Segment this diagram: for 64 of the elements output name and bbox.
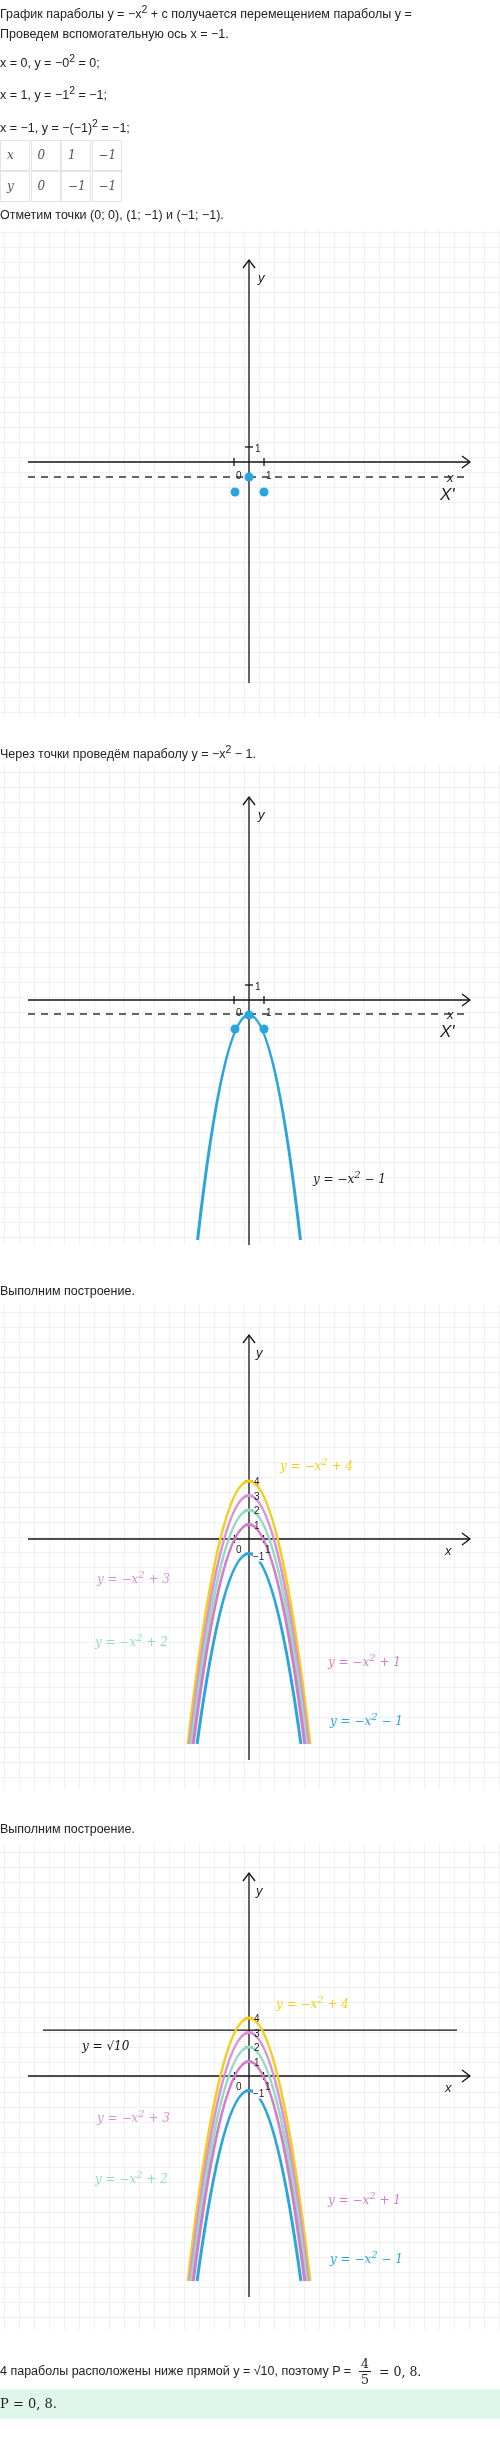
tick-label: 4 [254, 1475, 260, 1487]
tick-label: 0 [236, 1543, 242, 1555]
paragraph-text: График параболы y = −x$^{2}$ + c получается перемещением параболы y = [0, 4, 412, 22]
tick-label: 1 [254, 2056, 260, 2067]
curve-label: y = −x$^{2}$ − 1 [313, 1169, 386, 1187]
table-cell: −1 [91, 140, 122, 171]
curve-label: y = −x$^{2}$ + 2 [95, 1632, 168, 1650]
table-cell: y [0, 171, 30, 202]
axis-label: X' [440, 485, 455, 505]
paragraph-text: Выполним построение. [0, 1823, 135, 1837]
curve-label: y = −x$^{2}$ + 4 [280, 1456, 353, 1474]
curve-label: y = −x$^{2}$ + 2 [95, 2169, 168, 2187]
table-cell: −1 [61, 171, 91, 202]
axis-label: x [445, 2080, 452, 2096]
fraction-numerator: 4 [359, 2355, 372, 2372]
axis-label: x [447, 1007, 454, 1023]
table-cell: 0 [30, 140, 61, 171]
tick-label: 1 [265, 1543, 271, 1555]
axis-label: x [447, 470, 454, 486]
tick-label: 2 [254, 1504, 260, 1516]
tick-label: 0 [236, 469, 242, 481]
paragraph-text: Через точки проведём параболу y = −x$^{2}$ − 1. [0, 744, 256, 762]
tick-label: 1 [266, 1006, 272, 1018]
tick-label: 0 [236, 2080, 242, 2092]
paragraph-text: 4 параболы расположены ниже прямой y = √10, поэтому P = [0, 2364, 352, 2378]
axis-label: X' [440, 1022, 455, 1042]
tick-label: 2 [254, 2041, 260, 2053]
curve-label: y = −x$^{2}$ + 3 [97, 1569, 170, 1587]
tick-label: 0 [236, 1006, 242, 1018]
table-cell: −1 [91, 171, 122, 202]
curve-label: y = −x$^{2}$ + 3 [97, 2108, 170, 2126]
line-label: y = √10 [82, 2040, 130, 2054]
axis-label: y [256, 1345, 263, 1361]
curve-label: y = −x$^{2}$ + 1 [328, 2190, 401, 2208]
tick-label: 1 [254, 1519, 260, 1530]
axis-label: y [256, 1883, 263, 1899]
math-line: x = 1, y = −1$^{2}$ = −1; [0, 85, 107, 103]
tick-label: 3 [254, 2027, 260, 2038]
paragraph-text: Отметим точки (0; 0), (1; −1) и (−1; −1). [0, 209, 224, 223]
math-line: x = 0, y = −0$^{2}$ = 0; [0, 53, 100, 71]
math-line: x = −1, y = −(−1)$^{2}$ = −1; [0, 118, 130, 136]
axis-label: y [258, 807, 265, 823]
curve-label: y = −x$^{2}$ − 1 [330, 1711, 403, 1729]
table-cell: 1 [61, 140, 91, 171]
paragraph-text: Выполним построение. [0, 1285, 135, 1299]
tick-label: 1 [266, 469, 272, 481]
tick-label: −1 [253, 1550, 265, 1562]
axis-label: x [445, 1543, 452, 1559]
tick-label: 1 [265, 2080, 271, 2092]
answer-text: P = 0, 8. [0, 2389, 500, 2419]
paragraph-text: Проведем вспомогательную ось x = −1. [0, 28, 229, 42]
tick-label: 3 [254, 1490, 260, 1501]
math-text: = 0, 8. [379, 2363, 422, 2379]
curve-label: y = −x$^{2}$ + 1 [328, 1652, 401, 1670]
axis-label: y [258, 270, 265, 286]
curve-label: y = −x$^{2}$ − 1 [330, 2249, 403, 2267]
tick-label: 4 [254, 2012, 260, 2024]
fraction-denominator: 5 [361, 2371, 370, 2387]
curve-label: y = −x$^{2}$ + 4 [276, 1994, 349, 2012]
table-cell: 0 [30, 171, 61, 202]
tick-label: 1 [255, 442, 261, 454]
tick-label: 1 [255, 980, 261, 992]
table-cell: x [0, 140, 30, 171]
tick-label: −1 [253, 2087, 265, 2099]
